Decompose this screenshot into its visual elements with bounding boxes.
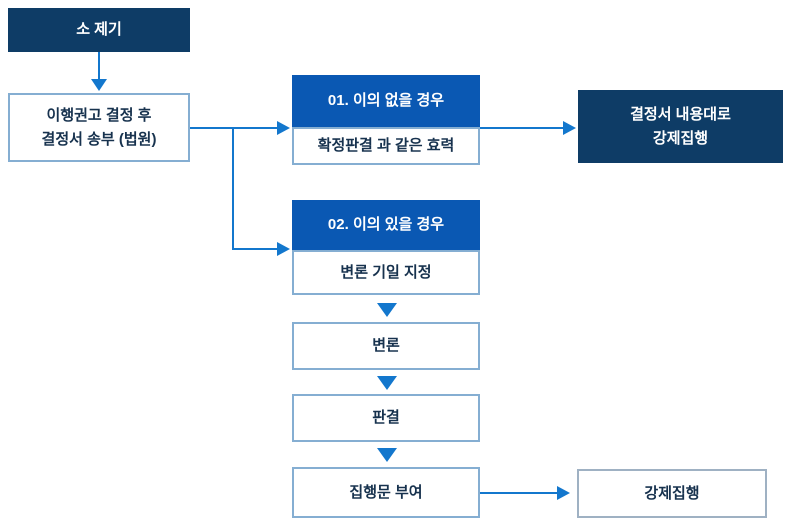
arrow-recommendation-to-case1-shaft <box>190 127 278 129</box>
arrow-judgment-to-writ-head <box>377 448 397 462</box>
arrow-recommendation-to-case2-vertical <box>232 127 234 250</box>
arrow-case1-to-enforce-shaft <box>480 127 564 129</box>
node-judgment: 판결 <box>292 394 480 442</box>
arrow-writ-to-enforcement-head <box>557 486 570 500</box>
arrow-filing-to-recommendation-head <box>91 79 107 91</box>
node-recommendation: 이행권고 결정 후 결정서 송부 (법원) <box>8 93 190 162</box>
arrow-case1-to-enforce-head <box>563 121 576 135</box>
node-filing: 소 제기 <box>8 8 190 52</box>
node-enforce-decision: 결정서 내용대로 강제집행 <box>578 90 783 163</box>
arrow-recommendation-to-case2-head <box>277 242 290 256</box>
arrow-recommendation-to-case2-shaft <box>232 248 278 250</box>
node-case2-body: 변론 기일 지정 <box>292 250 480 295</box>
node-case1-header: 01. 이의 없을 경우 <box>292 75 480 127</box>
node-case1-body: 확정판결 과 같은 효력 <box>292 127 480 165</box>
node-pleading: 변론 <box>292 322 480 370</box>
arrow-writ-to-enforcement-shaft <box>480 492 558 494</box>
arrow-pleading-to-judgment-head <box>377 376 397 390</box>
node-enforcement: 강제집행 <box>577 469 767 518</box>
arrow-case2-to-pleading-head <box>377 303 397 317</box>
node-case2-header: 02. 이의 있을 경우 <box>292 200 480 250</box>
arrow-filing-to-recommendation-shaft <box>98 52 100 81</box>
arrow-recommendation-to-case1-head <box>277 121 290 135</box>
node-writ: 집행문 부여 <box>292 467 480 518</box>
